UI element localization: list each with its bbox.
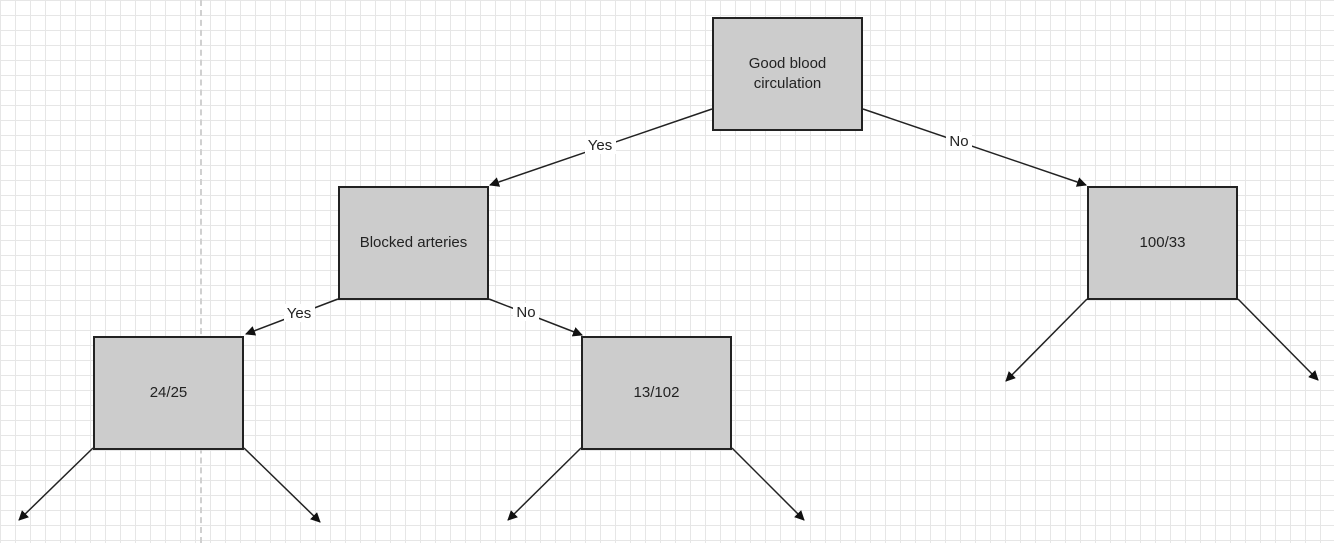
edge-label-bg <box>284 304 315 322</box>
edge-right-branch-left[interactable] <box>1005 298 1088 382</box>
node-13-102[interactable]: 13/102 <box>581 336 732 450</box>
edge-left-leaf-branch-right[interactable] <box>243 447 321 523</box>
node-label: 24/25 <box>149 384 188 401</box>
edge-label-blocked-no: No <box>516 304 535 321</box>
node-good-blood-circulation[interactable]: Good blood circulation <box>712 17 863 131</box>
edge-mid-leaf-branch-left[interactable] <box>507 447 582 521</box>
edge-label-root-no: No <box>949 133 968 150</box>
edge-label-bg <box>513 303 539 321</box>
edge-root-to-right[interactable] <box>862 108 1087 187</box>
edge-label-bg <box>946 132 972 150</box>
node-blocked-arteries[interactable]: Blocked arteries <box>338 186 489 300</box>
edge-label-bg <box>585 136 616 154</box>
page-boundary-line <box>200 0 202 543</box>
node-label: 13/102 <box>633 384 680 401</box>
node-label: Good blood circulation <box>748 55 827 92</box>
edge-right-branch-right[interactable] <box>1237 298 1319 381</box>
node-100-33[interactable]: 100/33 <box>1087 186 1238 300</box>
node-24-25[interactable]: 24/25 <box>93 336 244 450</box>
edge-label-root-yes: Yes <box>588 137 612 154</box>
node-label: Blocked arteries <box>359 234 468 251</box>
edge-label-blocked-yes: Yes <box>287 305 311 322</box>
node-label: 100/33 <box>1139 234 1186 251</box>
edge-left-leaf-branch-left[interactable] <box>18 447 94 521</box>
edge-mid-leaf-branch-right[interactable] <box>731 447 805 521</box>
